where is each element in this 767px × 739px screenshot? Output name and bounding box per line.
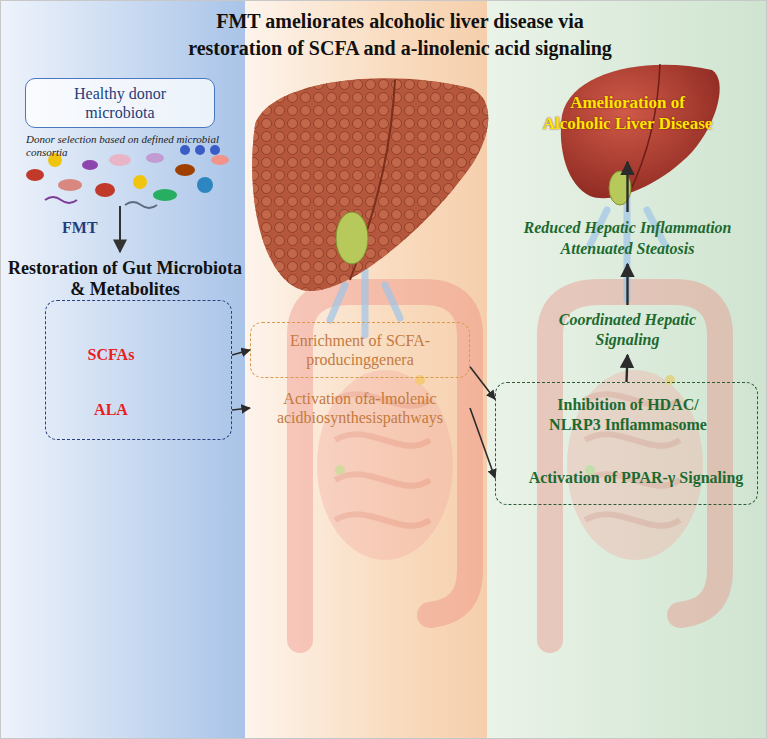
node-text: Coordinated Hepatic Signaling [557, 310, 698, 350]
flow-arrow [626, 264, 628, 305]
node-text: Reduced Hepatic Inflammation Attenuated … [492, 217, 764, 259]
process-box: Reduced Hepatic Inflammation Attenuated … [490, 212, 765, 264]
process-box: Activation ofa-lmolenic acidbiosynthesis… [250, 385, 470, 431]
microbe [95, 183, 115, 197]
process-box: Coordinated Hepatic Signaling [557, 305, 698, 355]
cirrhotic-nodules [252, 78, 488, 291]
microbe [211, 155, 229, 165]
node-subtext: ALA [66, 401, 156, 419]
flow-arrow [626, 162, 628, 212]
left-panel [0, 0, 245, 739]
annotation-label: Restoration of Gut Microbiota & Metaboli… [5, 258, 245, 300]
process-box: Healthy donor microbiotaDonor selection … [25, 78, 215, 128]
annotation-label: FMT [62, 219, 118, 237]
process-box: SCFAsALA [45, 300, 232, 440]
node-text: Healthy donor microbiota [55, 84, 185, 122]
fmt-arrow [119, 206, 121, 252]
microbe-flagellum [125, 202, 157, 208]
node-text: SCFAs [66, 346, 156, 364]
process-box: Amelioration of Alcoholic Liver Disease [540, 88, 715, 162]
flow-arrow [627, 355, 628, 382]
node-text: Amelioration of Alcoholic Liver Disease [540, 88, 715, 134]
intestine-illustration [550, 292, 720, 640]
microbe [109, 154, 131, 166]
microbe [26, 169, 44, 181]
node-subtext: Activation of PPAR-γ Signaling [521, 469, 751, 487]
process-box: Inhibition of HDAC/ NLRP3 InflammasomeAc… [495, 382, 758, 505]
process-box: Enrichment of SCFA-producinggenera [250, 322, 470, 378]
flow-arrow [470, 367, 495, 399]
gallbladder [336, 212, 368, 264]
microbe-dot [335, 465, 345, 475]
microbe [195, 145, 205, 155]
node-subtext: Donor selection based on defined microbi… [26, 133, 226, 159]
node-text: Activation ofa-lmolenic acidbiosynthesis… [258, 389, 463, 427]
flow-arrow [232, 408, 250, 410]
microbe [210, 145, 220, 155]
microbe [180, 145, 190, 155]
flow-arrow [232, 350, 250, 355]
microbe-flagellum [45, 197, 77, 203]
microbe [133, 175, 147, 189]
cirrhotic-liver [252, 78, 488, 291]
node-text: Inhibition of HDAC/ NLRP3 Inflammasome [538, 395, 718, 435]
microbe [197, 177, 213, 193]
node-text: Enrichment of SCFA-producinggenera [265, 331, 455, 369]
microbe-dot [415, 375, 425, 385]
gallbladder [609, 171, 631, 205]
microbe [175, 164, 195, 176]
microbe [153, 189, 177, 201]
microbe [82, 160, 98, 170]
right-panel [487, 0, 767, 739]
figure-title: FMT ameliorates alcoholic liver disease … [130, 8, 670, 62]
flow-arrow [470, 408, 495, 478]
microbe [58, 179, 82, 191]
microbe [146, 153, 164, 163]
